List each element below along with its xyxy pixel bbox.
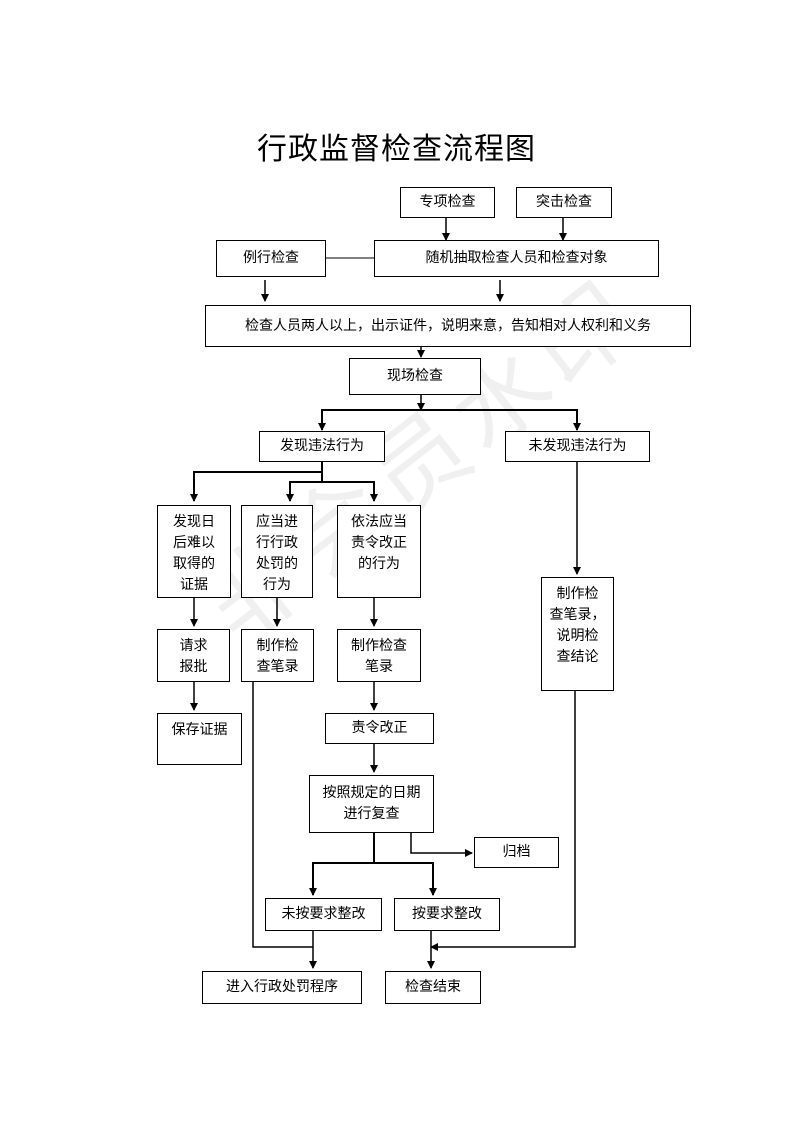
arrow-review-archive bbox=[410, 832, 473, 857]
arrow-record1-enter bbox=[252, 681, 313, 948]
page-title: 行政监督检查流程图 bbox=[257, 132, 536, 167]
arrow-record-end bbox=[430, 691, 576, 951]
node-sudden-inspection: 突击检查 bbox=[516, 187, 612, 218]
arrow-to-notfound bbox=[421, 409, 581, 431]
node-request-approval: 请求 报批 bbox=[157, 629, 230, 682]
node-violation-found: 发现违法行为 bbox=[259, 431, 385, 462]
node-review: 按照规定的日期 进行复查 bbox=[309, 775, 434, 833]
node-penalty-behavior: 应当进 行行政 处罚的 行为 bbox=[241, 505, 313, 598]
node-inspection-end: 检查结束 bbox=[385, 971, 481, 1004]
node-onsite-inspection: 现场检查 bbox=[349, 358, 481, 395]
node-not-rectified: 未按要求整改 bbox=[265, 898, 382, 931]
node-special-inspection: 专项检查 bbox=[400, 187, 495, 218]
arrow-to-evidence bbox=[190, 471, 322, 502]
node-rectified: 按要求整改 bbox=[394, 898, 500, 931]
arrow-to-rectified bbox=[374, 862, 437, 896]
arrow-to-order bbox=[321, 472, 378, 502]
node-personnel-notice: 检查人员两人以上，出示证件，说明来意，告知相对人权利和义务 bbox=[205, 305, 691, 347]
arrow-to-found bbox=[318, 409, 421, 431]
node-record-conclusion: 制作检 查笔录， 说明检 查结论 bbox=[541, 577, 614, 691]
node-preserve-evidence: 保存证据 bbox=[157, 713, 242, 765]
node-record-2: 制作检查 笔录 bbox=[337, 629, 421, 682]
arrow-to-not-rectified bbox=[309, 862, 374, 896]
node-enter-penalty: 进入行政处罚程序 bbox=[202, 971, 362, 1004]
node-routine-inspection: 例行检查 bbox=[216, 240, 326, 277]
node-record-1: 制作检 查笔录 bbox=[241, 629, 314, 682]
node-rectify-order: 责令改正 bbox=[325, 713, 434, 744]
node-no-violation: 未发现违法行为 bbox=[505, 431, 650, 462]
node-random-selection: 随机抽取检查人员和检查对象 bbox=[374, 240, 659, 277]
node-archive: 归档 bbox=[474, 837, 559, 868]
arrow-to-penalty bbox=[286, 481, 322, 502]
node-evidence: 发现日 后难以 取得的 证据 bbox=[157, 505, 231, 598]
node-order-correction: 依法应当 责令改正 的行为 bbox=[337, 505, 421, 598]
